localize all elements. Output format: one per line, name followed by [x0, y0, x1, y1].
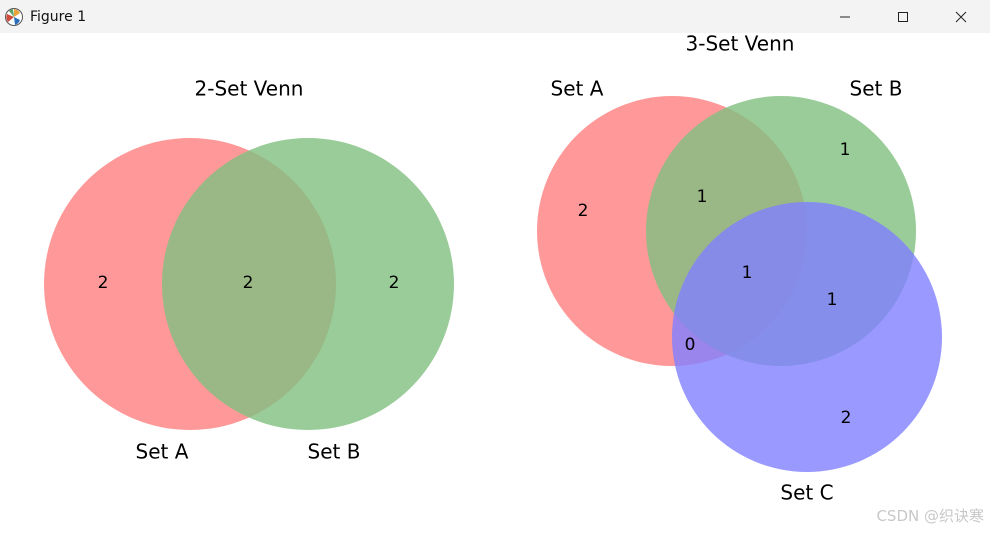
venn2-circle-set-b: [162, 138, 454, 430]
venn3-circle-set-c: [672, 202, 942, 472]
venn3-region-bc-only-label: 1: [827, 290, 838, 310]
venn3-set-label: Set A: [551, 77, 604, 101]
maximize-button[interactable]: [874, 0, 932, 33]
maximize-icon: [898, 11, 908, 22]
window-title: Figure 1: [30, 8, 87, 25]
venn2-region-ab-label: 2: [243, 273, 254, 293]
venn3-region-ab-only-label: 1: [697, 187, 708, 207]
venn2-region-a-only-label: 2: [98, 273, 109, 293]
venn3-region-c-only-label: 2: [841, 408, 852, 428]
venn2-set-label: Set A: [136, 440, 189, 464]
watermark: CSDN @织诀寒: [876, 507, 984, 525]
venn3-region-ac-only-label: 0: [685, 335, 696, 355]
close-button[interactable]: [932, 0, 990, 33]
venn2-region-b-only-label: 2: [389, 273, 400, 293]
venn2-set-label: Set B: [308, 440, 361, 464]
window-titlebar: Figure 1: [0, 0, 990, 33]
venn2-title: 2-Set Venn: [195, 77, 304, 101]
minimize-icon: [840, 16, 850, 17]
window-controls: [816, 0, 990, 33]
venn3-region-b-only-label: 1: [840, 140, 851, 160]
venn3-set-label: Set B: [850, 77, 903, 101]
venn3-region-abc-label: 1: [742, 263, 753, 283]
close-icon: [955, 11, 967, 22]
matplotlib-logo-icon: [5, 7, 23, 26]
venn3-region-a-only-label: 2: [578, 201, 589, 221]
minimize-button[interactable]: [816, 0, 874, 33]
venn3-set-label: Set C: [780, 481, 833, 505]
venn3-title: 3-Set Venn: [686, 33, 795, 56]
